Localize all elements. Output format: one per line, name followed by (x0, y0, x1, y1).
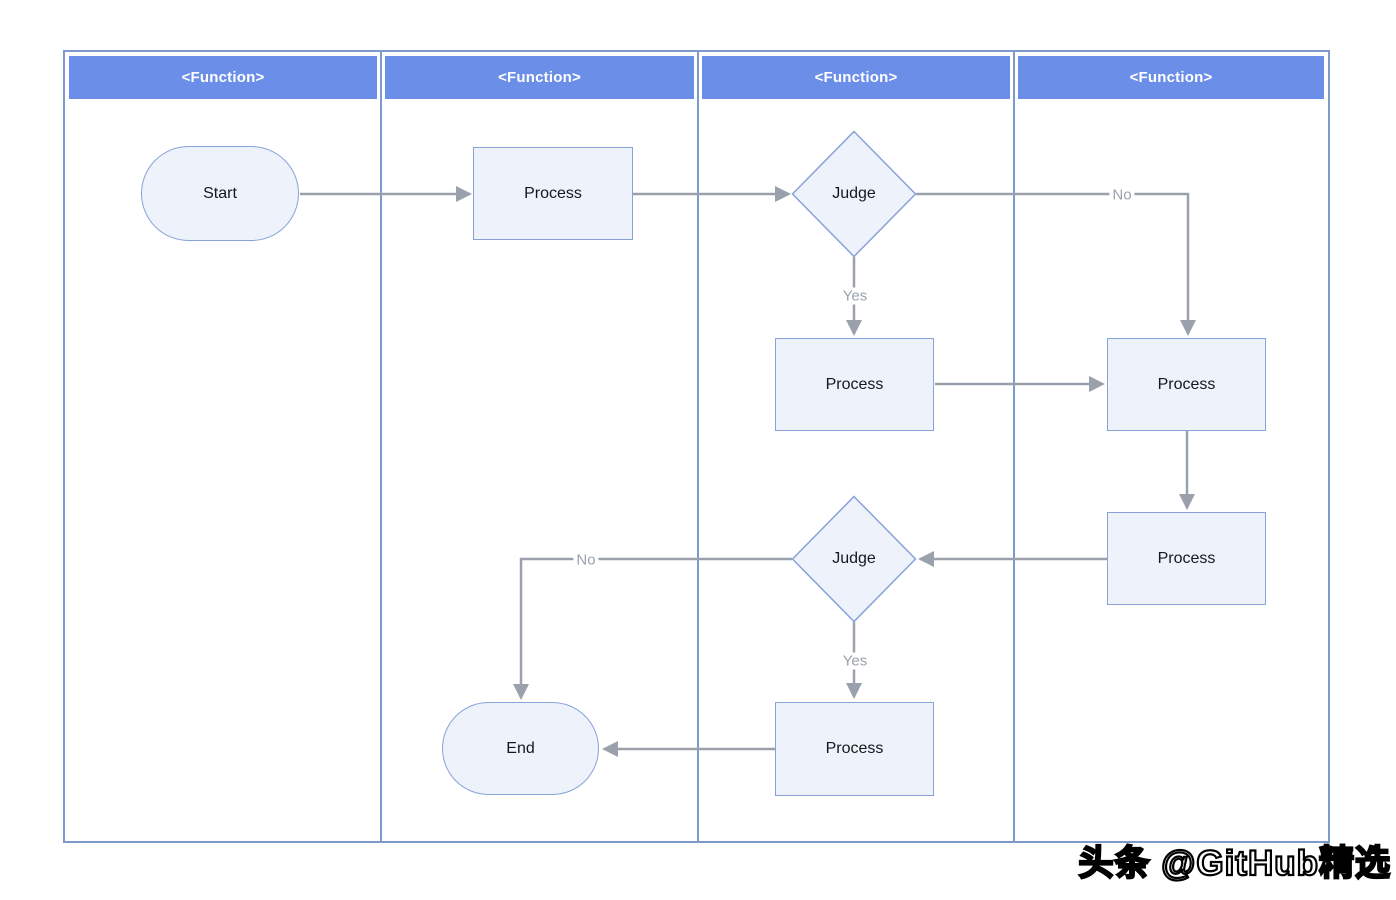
lane-header-3: <Function> (702, 56, 1010, 99)
flow-node-end: End (442, 702, 599, 795)
flow-node-judge-2-label: Judge (832, 550, 876, 567)
flow-node-process-5: Process (775, 702, 934, 796)
flow-node-process-2: Process (775, 338, 934, 431)
edge-label-yes: Yes (839, 652, 871, 670)
flow-node-start: Start (141, 146, 299, 241)
diamond-shape (791, 130, 917, 258)
flow-node-process-1: Process (473, 147, 633, 240)
lane-header-2: <Function> (385, 56, 694, 99)
diamond-shape (791, 495, 917, 623)
flow-node-judge-1-label: Judge (832, 185, 876, 202)
flow-node-judge-2: Judge (791, 495, 917, 623)
flow-node-process-4: Process (1107, 512, 1266, 605)
flow-node-process-3: Process (1107, 338, 1266, 431)
lane-divider (380, 52, 382, 841)
lane-header-4: <Function> (1018, 56, 1324, 99)
lane-divider (697, 52, 699, 841)
edge-label-no: No (1109, 186, 1135, 204)
edge-label-yes: Yes (839, 287, 871, 305)
lane-divider (1013, 52, 1015, 841)
flow-node-judge-1: Judge (791, 130, 917, 258)
lane-header-1: <Function> (69, 56, 377, 99)
watermark-text: 头条 @GitHub精选 (1077, 843, 1391, 884)
edge-label-no: No (573, 551, 599, 569)
